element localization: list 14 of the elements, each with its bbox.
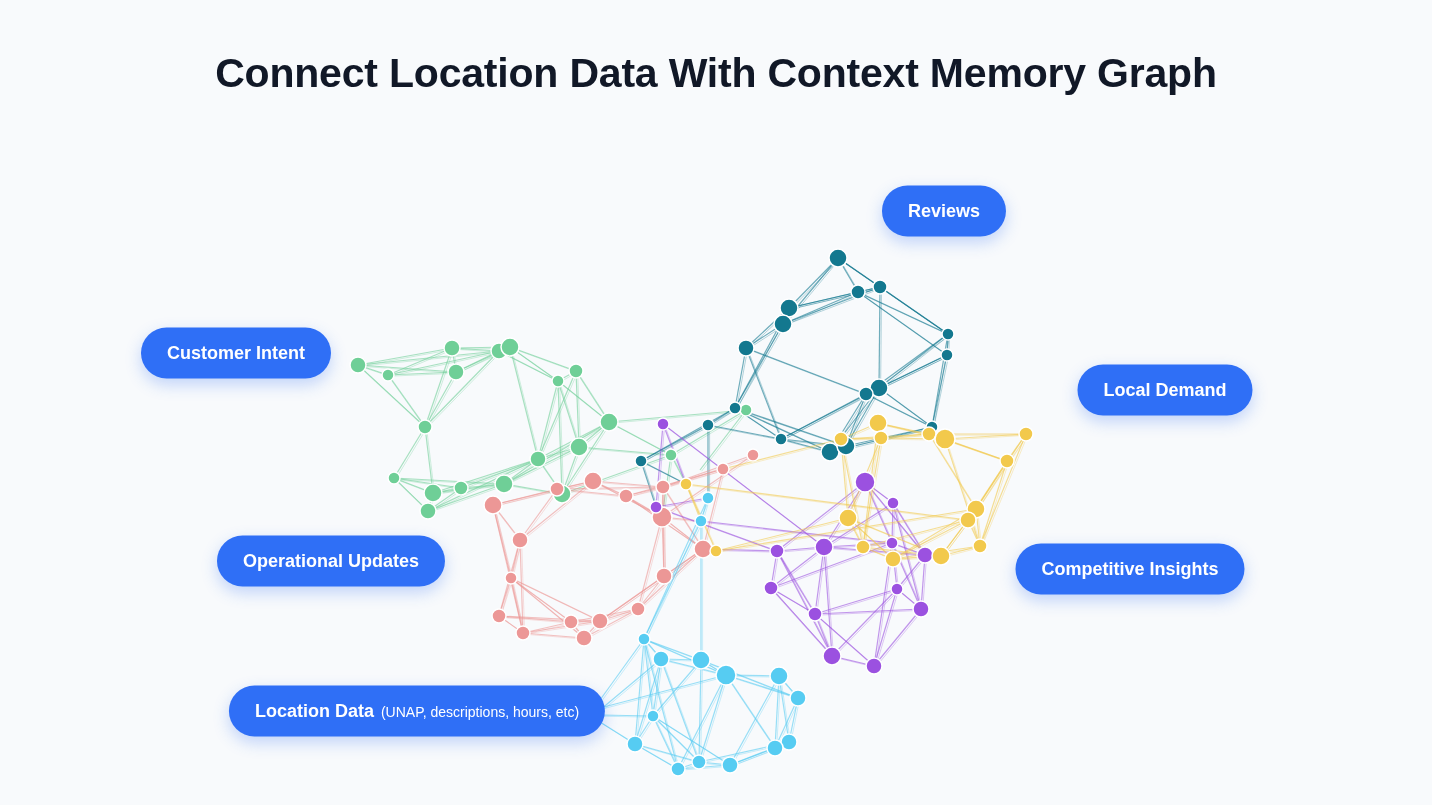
pill-label: Operational Updates bbox=[243, 550, 419, 572]
category-pill bbox=[141, 327, 331, 379]
category-pill bbox=[1015, 543, 1245, 595]
pill-label: Reviews bbox=[908, 200, 980, 222]
category-pill bbox=[1077, 364, 1253, 416]
pill-label: Location Data bbox=[254, 700, 374, 722]
category-pill bbox=[217, 535, 445, 587]
title: Connect Location Data With Context Memory Graph bbox=[215, 49, 1217, 98]
pill-note: (UNAP, descriptions, hours, etc) bbox=[380, 703, 580, 719]
pill-label: Competitive Insights bbox=[1041, 558, 1219, 580]
category-pill bbox=[882, 185, 1006, 237]
pill-label: Local Demand bbox=[1103, 379, 1227, 401]
pill-label: Customer Intent bbox=[167, 342, 305, 364]
category-pill bbox=[228, 685, 606, 737]
